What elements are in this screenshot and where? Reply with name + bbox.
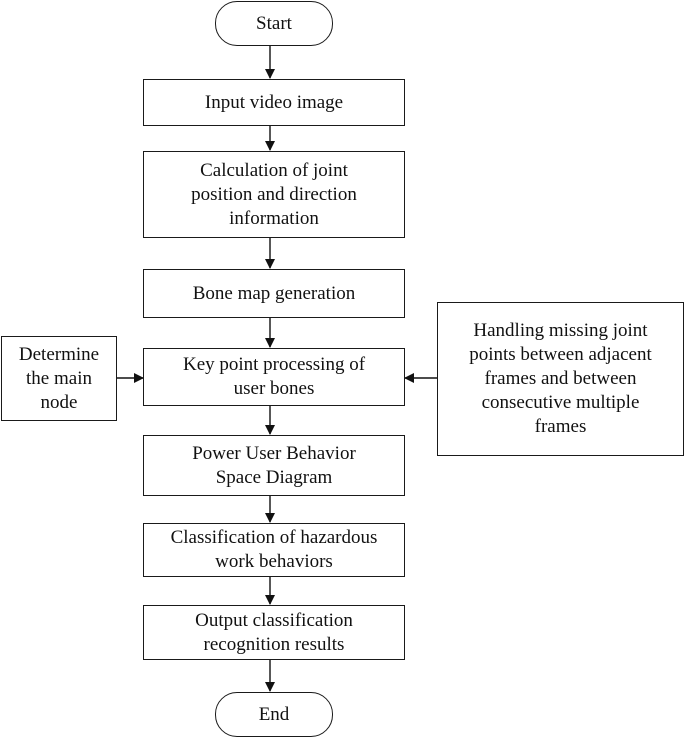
step-behavior-space-diagram: Power User Behavior Space Diagram [143, 435, 405, 496]
start-terminal: Start [215, 1, 333, 46]
step-bone-map: Bone map generation [143, 269, 405, 318]
step-output-results: Output classification recognition result… [143, 605, 405, 660]
end-terminal: End [215, 692, 333, 737]
side-determine-main-node: Determine the main node [1, 336, 117, 421]
step-key-point-processing: Key point processing of user bones [143, 348, 405, 406]
step-joint-calculation: Calculation of joint position and direct… [143, 151, 405, 238]
step-input-video: Input video image [143, 79, 405, 126]
step-hazardous-classification: Classification of hazardous work behavio… [143, 523, 405, 577]
side-handling-missing-joints: Handling missing joint points between ad… [437, 302, 684, 456]
